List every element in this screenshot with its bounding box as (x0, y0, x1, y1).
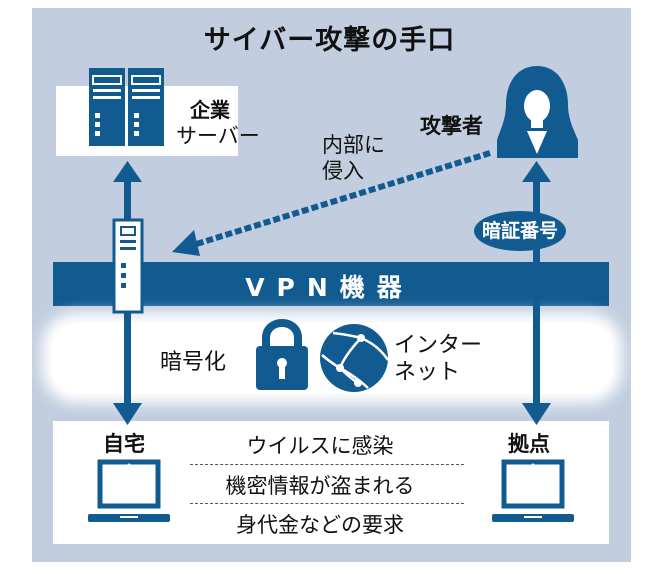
diagram-title: サイバー攻撃の手口 (203, 25, 456, 56)
intrusion-label-line1: 内部に (322, 133, 385, 157)
intrusion-dashed-arrow (189, 150, 491, 249)
risk-divider (190, 503, 464, 504)
pin-code-badge: 暗証番号 (474, 211, 566, 251)
right-up-arrowhead (522, 161, 551, 182)
risk-item: 機密情報が盗まれる (225, 474, 415, 498)
right-down-arrowhead (522, 403, 551, 425)
laptop-home-icon (88, 459, 170, 522)
server-rack-icon (89, 68, 164, 146)
right-connector-line (533, 176, 540, 408)
internet-label-line2: ネット (394, 360, 461, 385)
risk-item: ウイルスに感染 (246, 434, 394, 458)
vpn-label: VPN機器 (245, 273, 414, 302)
left-up-arrowhead (113, 161, 142, 182)
home-label: 自宅 (103, 432, 145, 456)
server-label: サーバー (176, 124, 260, 148)
endpoints-box (53, 421, 609, 544)
risk-item: 身代金などの要求 (236, 513, 404, 537)
padlock-icon (256, 319, 308, 390)
intrusion-arrowhead (172, 230, 200, 256)
hooded-person-icon (497, 66, 578, 158)
intrusion-label: 内部に 侵入 (322, 132, 385, 184)
corporate-label: 企業 (190, 98, 230, 122)
internet-label: インター ネット (394, 332, 482, 386)
attacker-label: 攻撃者 (420, 114, 483, 138)
encryption-label: 暗号化 (160, 350, 227, 375)
left-down-arrowhead (113, 403, 142, 425)
network-globe-icon (320, 324, 390, 392)
internet-label-line1: インター (394, 333, 483, 358)
laptop-base-icon (492, 459, 574, 522)
base-label: 拠点 (508, 432, 550, 456)
intrusion-label-line2: 侵入 (322, 159, 364, 183)
vpn-device-icon (112, 218, 144, 314)
vpn-bar (53, 262, 609, 306)
risk-divider (190, 464, 464, 465)
